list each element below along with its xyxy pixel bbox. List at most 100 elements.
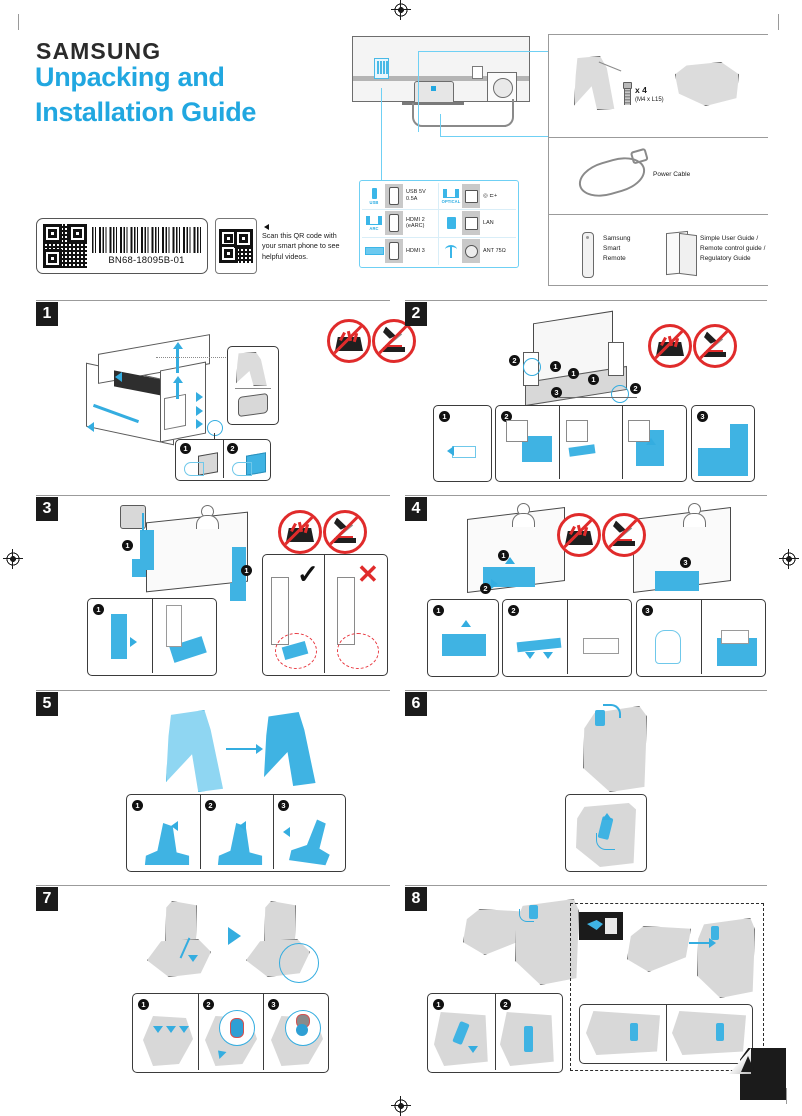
arc-caption: ARC: [369, 226, 379, 232]
latch-alt: [711, 926, 719, 940]
coax-jack-icon: [462, 239, 480, 264]
callout-line-ports-v: [418, 52, 420, 132]
transform-arrow-icon: [256, 744, 263, 754]
accessories-divider-1: [548, 137, 768, 138]
tv-stand-neck: [414, 81, 454, 105]
qr-scan-box[interactable]: [215, 218, 257, 274]
note-thumbnail: [579, 912, 623, 940]
highlight-circle-right: [611, 385, 629, 403]
substep-separator: [223, 440, 225, 478]
carton-wall-c: [628, 420, 650, 442]
substep-marker-1: 1: [439, 411, 450, 422]
base-plate-a: [147, 939, 211, 977]
marker-3: 3: [680, 557, 691, 568]
tv-cover-alt: [697, 918, 755, 998]
slide-out-arrow: [130, 637, 137, 647]
hand-latch-detail-2: [672, 1011, 746, 1055]
screw-count-label: x 4: [635, 85, 647, 95]
carton-wall-b: [566, 420, 588, 442]
power-cable-label: Power Cable: [653, 171, 691, 178]
right-cushion: [608, 342, 624, 376]
screw-arrow-b: [166, 1026, 176, 1033]
stand-leg-icon: [574, 56, 615, 110]
insert-arrow-icon: [188, 955, 198, 962]
no-knife-cut-icon: [693, 324, 737, 368]
step-number-badge: 8: [405, 887, 427, 911]
transform-arrow-shaft: [226, 748, 258, 750]
cushion-lift: [442, 634, 486, 656]
latch-piece: [595, 710, 605, 726]
side-sheet: [730, 424, 748, 450]
substep-marker-1: 1: [132, 800, 143, 811]
lift-arrow-icon: [173, 342, 183, 349]
left-cushion-piece-2: [132, 559, 146, 577]
lift-arrow-shaft-2: [176, 383, 179, 399]
optical-caption: OPTICAL: [441, 199, 461, 205]
callout-line-power-v: [440, 114, 442, 137]
latch-optional-2: [716, 1023, 724, 1041]
substep-panel: 1 2: [427, 993, 563, 1073]
marker-2: 2: [480, 583, 491, 594]
substep-separator: [567, 600, 569, 674]
correct-mark: ✓: [297, 559, 319, 589]
pin-indicator-blue-2: [296, 1024, 308, 1036]
callout-line-power-h: [440, 136, 548, 138]
port-row-usb: USB USB 5V 0.5A: [362, 183, 439, 211]
no-sharp-object-icon: [557, 513, 601, 557]
substep-marker-3: 3: [642, 605, 653, 616]
hand-latch-detail-1: [586, 1011, 660, 1055]
antenna-icon: [440, 240, 462, 262]
compare-highlight-incorrect: [337, 633, 379, 669]
slide-arrow-icon: [709, 938, 716, 948]
port-row-arc: ARC HDMI 2 (eARC): [362, 210, 439, 238]
latch-rotate-arrow: [519, 909, 534, 922]
strip-piece: [516, 637, 562, 653]
compare-highlight-correct: [275, 633, 317, 669]
substep-marker-2: 2: [501, 411, 512, 422]
fold-arrow-1: [171, 821, 178, 831]
clip-icon: [238, 392, 268, 418]
port-label-optical: ◎ ⊏+: [483, 192, 498, 199]
stand-pack-flat: [166, 710, 224, 792]
accessories-list: x 4 (M4 x L15) Power Cable Samsung Smart…: [548, 34, 768, 286]
tv-port-cluster-highlight: [374, 58, 389, 79]
step-number-badge: 5: [36, 692, 58, 716]
lift-arrow-inset: [461, 620, 471, 627]
tab-detail: [452, 446, 476, 458]
tv-stand-foot: [402, 102, 464, 105]
qr-code-icon: [43, 224, 87, 268]
panel-sep-b: [622, 406, 624, 479]
substep-panel: 1 2 3: [126, 794, 346, 872]
marker-left-1: 1: [122, 540, 133, 551]
latch-detail-closed: [524, 1026, 533, 1052]
lift-arrow-icon-2: [173, 376, 183, 383]
booklet-icon: [666, 230, 697, 277]
substep-separator: [495, 994, 497, 1070]
cushion-removed-a: [111, 614, 127, 659]
substep-marker-1: 1: [180, 443, 191, 454]
usb-icon: USB: [363, 185, 385, 207]
marker-right-1: 1: [241, 565, 252, 576]
marker-1: 1: [498, 550, 509, 561]
pull-tab-arrow: [447, 446, 454, 456]
wall-outlet-icon: [487, 72, 517, 102]
base-detail-1: [143, 1016, 193, 1066]
panel-sep-a: [559, 406, 561, 479]
step-number-badge: 1: [36, 302, 58, 326]
hand-outline-b: [232, 462, 252, 476]
substep-marker-1: 1: [433, 999, 444, 1010]
slot-detail: [583, 638, 619, 654]
step-5: 5 1 2 3: [36, 690, 390, 876]
crop-line-bottom-right: [786, 1088, 787, 1104]
substep-separator-2: [273, 795, 275, 869]
substep-panel-1: 1: [433, 405, 492, 482]
marker-2b: 2: [630, 383, 641, 394]
optional-separator: [666, 1005, 668, 1061]
hand-outline-a: [184, 462, 204, 476]
substep-marker-1: 1: [138, 999, 149, 1010]
protective-sheet-b: [568, 444, 596, 457]
latch-optional-1: [630, 1023, 638, 1041]
right-cushion-piece: [232, 547, 246, 587]
hdmi-jack-icon: [385, 239, 403, 264]
